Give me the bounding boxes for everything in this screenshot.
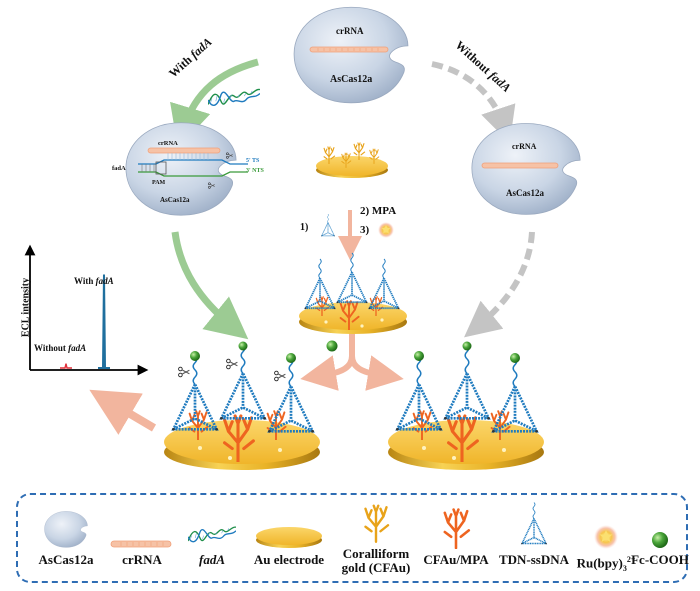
legend-box: AsCas12a crRNA fadA Au electrode Coralli… [16,493,689,585]
without-fada-arrow [431,61,516,144]
crrna-icon [309,46,389,53]
cas12a-label: AsCas12a [330,74,373,85]
ru-bpy-icon [378,222,394,238]
legend-item-ru-bpy: Ru(bpy)32+ [574,495,638,585]
pam-label: PAM [152,180,166,186]
cut-site-icon [226,152,233,159]
cleavage-arrow [171,231,249,340]
annotation-with-fada: With fadA [74,276,114,286]
ecl-peak-with-fada [98,274,110,369]
crrna-icon [110,540,172,548]
step3-label: 3) [360,224,370,236]
cas12a-right: crRNA AsCas12a [468,118,584,218]
ecl-chart: ECL intensity With fadA Without fadA [8,240,158,380]
ts-label: 5' TS [246,158,260,164]
nts-label: 3' NTS [246,168,264,174]
legend-item-fada: fadA [182,495,242,585]
au-electrode-icon [256,527,322,548]
crrna-icon [481,162,559,169]
electrode-without-fada [388,341,544,470]
crrna-label: crRNA [336,26,364,36]
ecl-chart-svg [24,244,149,376]
rloop-dna-icon [138,147,248,177]
no-cleavage-arrow [464,231,535,338]
fc-cooh-icon [652,532,668,548]
tdn-icon [320,214,336,237]
legend-item-crrna: crRNA [106,495,178,585]
legend-item-au-electrode: Au electrode [244,495,334,585]
with-fada-arrow [170,58,259,149]
cas12a-label: AsCas12a [506,188,545,198]
legend-item-tdn-ssdna: TDN-ssDNA [494,495,574,585]
ecl-peak-without-fada [60,363,72,369]
cfau-electrode [316,142,388,178]
cas12a-top: crRNA AsCas12a [290,2,412,106]
cas12a-protein-icon [44,511,88,548]
legend-item-cfau-mpa: CFAu/MPA [418,495,494,585]
modified-electrode [299,252,407,334]
cas12a-label: AsCas12a [160,196,190,204]
coral-gold-icon [364,504,390,543]
legend-item-fc-cooh: Fc-COOH [628,495,692,585]
detection-arrow [89,389,157,435]
cut-site-icon [208,182,215,189]
fada-target-label: fadA [112,165,126,172]
electrode-with-fada [164,341,320,470]
crrna-label: crRNA [158,140,178,147]
step1-label: 1) [300,222,309,233]
cfau-mpa-icon [443,508,471,549]
fc-cooh-released-icon [326,340,338,352]
fada-dna-icon [188,526,236,543]
ru-bpy-icon [594,525,618,549]
annotation-without-fada: Without fadA [34,343,87,353]
crrna-label: crRNA [512,142,537,151]
legend-item-ascas12a: AsCas12a [30,495,102,585]
cas12a-complex: crRNA fadA PAM 5' TS 3' NTS AsCas12a [112,118,264,218]
step2-label: 2) MPA [360,205,397,217]
y-axis-label: ECL intensity [20,277,32,338]
tdn-icon [520,501,548,546]
fada-dna-icon [208,88,260,107]
split-arrow-right [349,355,404,391]
